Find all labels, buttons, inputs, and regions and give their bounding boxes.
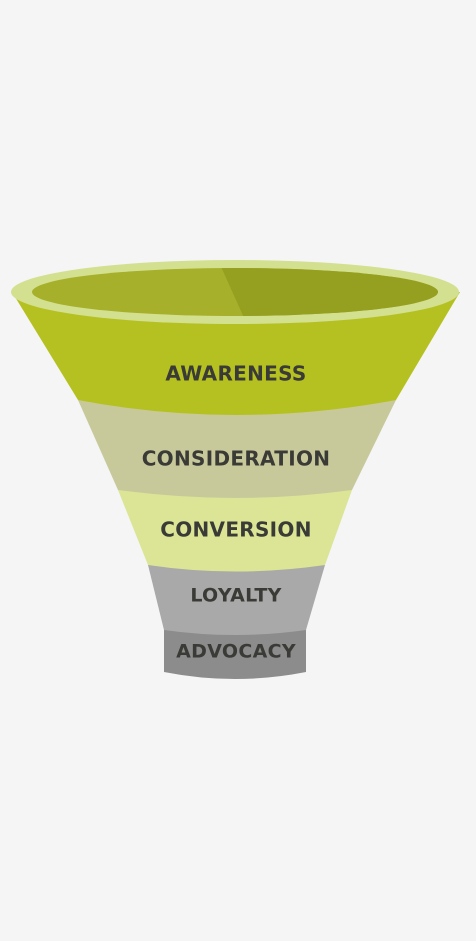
funnel-stage-conversion [118,490,352,572]
funnel-stage-loyalty [148,565,325,635]
stage-label-awareness: AWARENESS [165,362,306,386]
funnel-stage-awareness [12,292,460,415]
stage-label-conversion: CONVERSION [160,518,312,542]
funnel-stage-advocacy [164,630,306,679]
stage-label-loyalty: LOYALTY [190,585,281,607]
funnel-stage-consideration [78,400,396,498]
stage-label-advocacy: ADVOCACY [176,641,296,663]
stage-label-consideration: CONSIDERATION [142,447,331,471]
